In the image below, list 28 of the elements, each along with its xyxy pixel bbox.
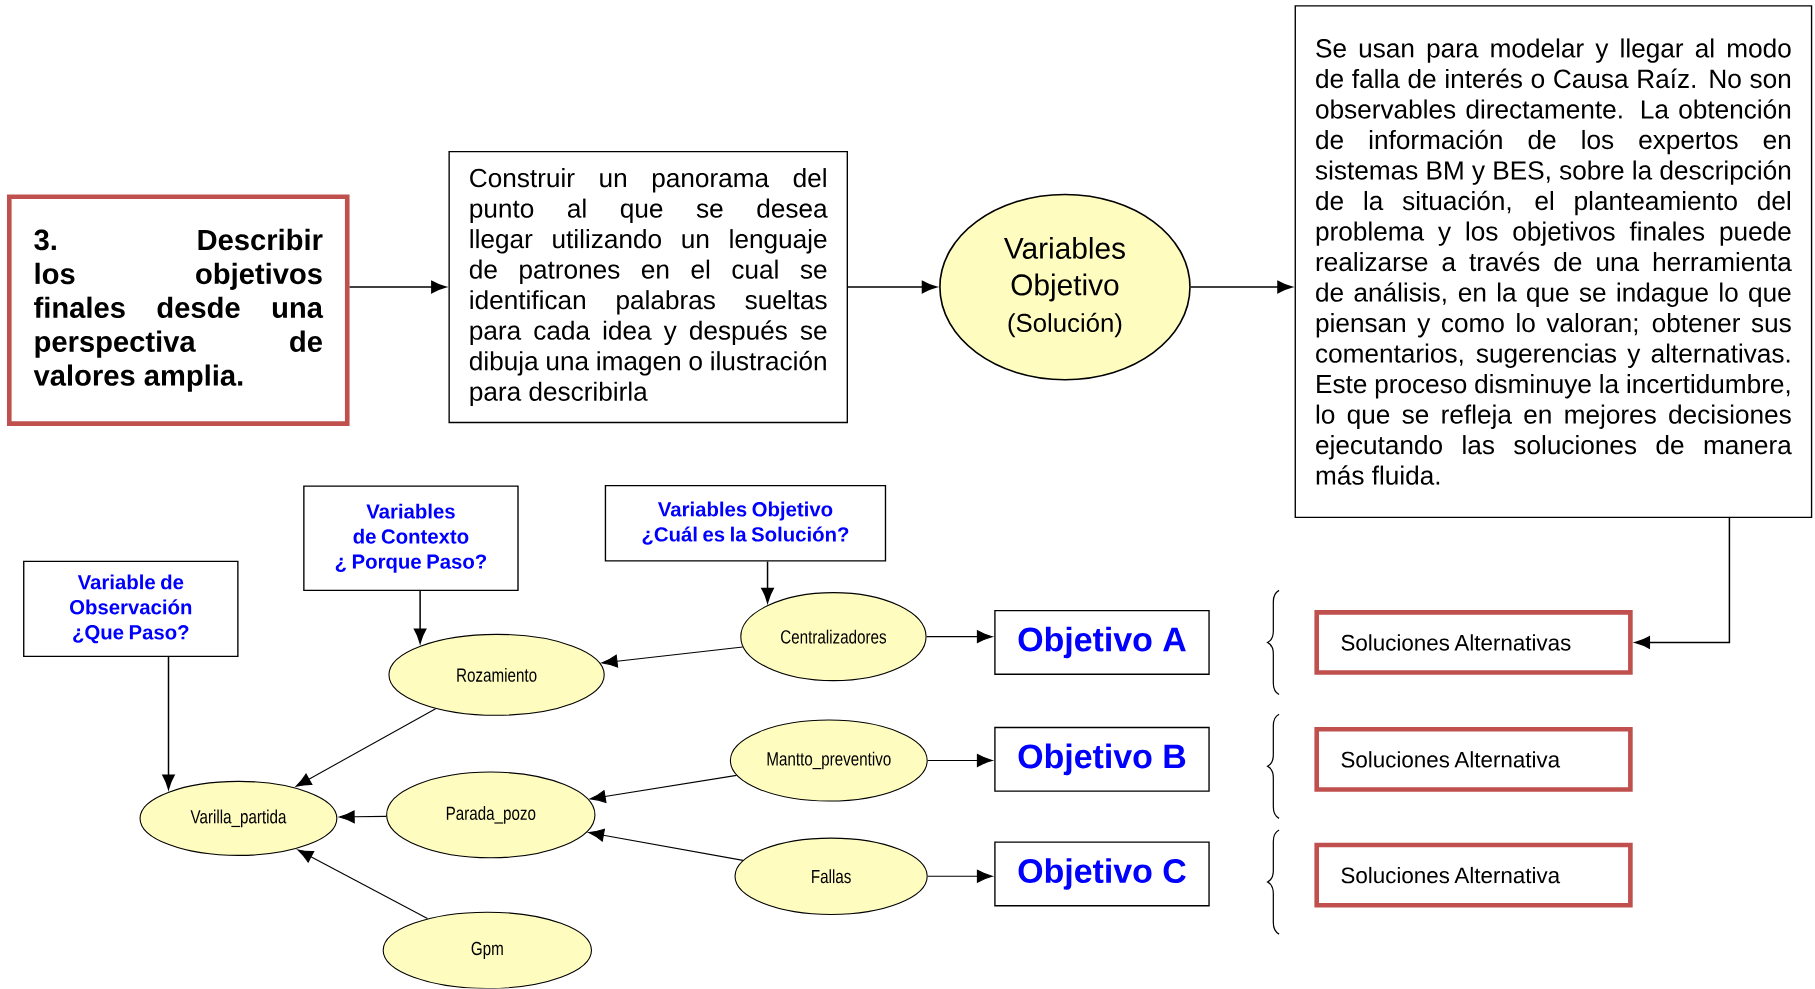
arrow	[1190, 281, 1293, 294]
arrow	[847, 281, 937, 294]
objective-box: Objetivo A	[994, 610, 1210, 676]
arrow	[601, 646, 744, 668]
arrow	[338, 810, 387, 824]
objective-box: Objetivo C	[994, 841, 1210, 907]
arrow	[413, 590, 427, 644]
question-box: Variable de Observación ¿Que Paso?	[23, 560, 239, 658]
objective-box: Objetivo B	[994, 727, 1210, 793]
question-box: Variables de Contexto ¿ Porque Paso?	[303, 485, 519, 592]
arrow	[927, 754, 993, 768]
arrow	[1634, 517, 1731, 649]
solution-box: Soluciones Alternativas	[1314, 610, 1633, 676]
arrow	[588, 829, 744, 862]
text-box: Construir un panorama del punto al que se desea llegar utilizando un lenguaje de patrones en el cual se identifican palabras sueltas para cada idea y después se dibuja una imagen o ilustración para describirla	[448, 151, 848, 424]
arrow	[927, 870, 993, 883]
arrow	[926, 630, 993, 644]
arrow	[761, 561, 774, 604]
solution-box: Soluciones Alternativa	[1314, 842, 1633, 908]
arrow	[348, 281, 447, 294]
question-box: Variables Objetivo ¿Cuál es la Solución?	[604, 485, 887, 562]
arrow	[295, 708, 437, 788]
goal-box: 3. Describir los objetivos finales desde una perspectiva de valores amplia.	[7, 194, 350, 427]
arrow	[589, 775, 738, 804]
text-box: Se usan para modelar y llegar al modo de falla de interés o Causa Raíz. No son observables directamente. La obtención de información de los expertos en sistemas BM y BES, sobre la descripción de la situación, el planteamiento del problema y los objetivos finales puede realizarse a través de una herramienta de análisis, en la que se indague lo que piensan y como lo valoran; obtener sus comentarios, sugerencias y alternativas. Este proceso disminuye la incertidumbre, lo que se refleja en mejores decisiones ejecutando las soluciones de manera más fluida.	[1294, 5, 1813, 519]
solution-box: Soluciones Alternativa	[1314, 727, 1633, 792]
arrow	[162, 656, 175, 790]
arrow	[297, 849, 428, 920]
